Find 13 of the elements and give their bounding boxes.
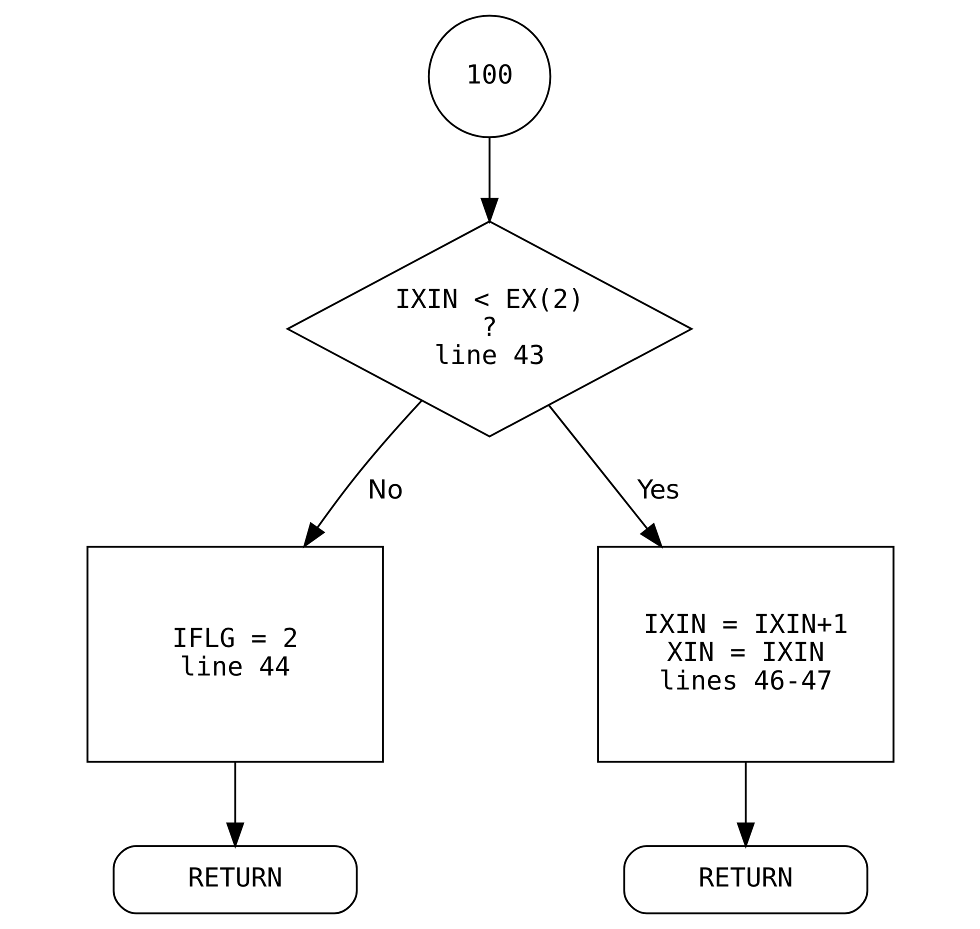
arrow (736, 762, 754, 849)
arrow (548, 404, 663, 549)
node-box: RETURN (622, 845, 868, 914)
arrow (480, 137, 498, 224)
node-circle: 100 (427, 14, 551, 138)
edge-label: Yes (636, 476, 680, 506)
arrow (226, 762, 244, 849)
arrow (302, 400, 422, 549)
node-diamond: IXIN < EX(2) ? line 43 (285, 220, 694, 438)
node-box: IXIN = IXIN+1 XIN = IXIN lines 46-47 (596, 546, 894, 763)
node-box: RETURN (112, 845, 358, 914)
edge-label: No (367, 476, 403, 506)
node-box: IFLG = 2 line 44 (86, 546, 384, 763)
